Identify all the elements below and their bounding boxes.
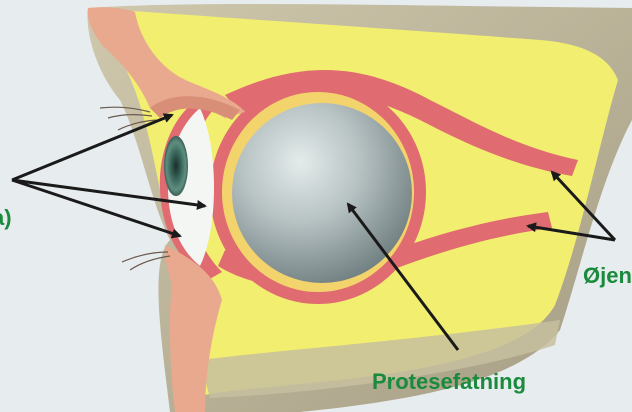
iris <box>164 136 188 196</box>
orbital-implant <box>232 103 412 283</box>
label-left: a) <box>0 207 12 229</box>
label-right: Øjen <box>583 265 632 287</box>
label-bottom: Protesefatning <box>372 371 526 393</box>
